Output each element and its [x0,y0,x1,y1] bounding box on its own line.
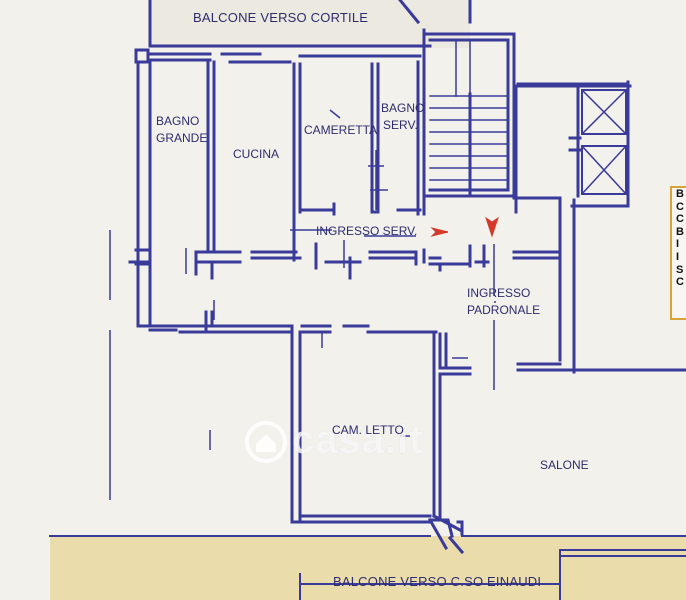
legend-box [670,186,686,320]
legend-letter: B [676,225,684,238]
main-entrance-arrow [485,216,499,238]
legend-letter: B [676,188,684,200]
legend-letter: S [676,263,684,276]
legend-letter: I [676,250,680,263]
label-ingresso-padronale-line2: PADRONALE [467,303,541,317]
legend-letter: C [676,200,684,213]
label-ingresso-serv: INGRESSO SERV. [316,224,418,238]
legend-letter: I [676,238,680,251]
door-marks [109,109,496,500]
label-cucina: CUCINA [233,147,280,161]
legend-letter: C [676,276,684,289]
casa-logo-icon [245,421,287,463]
label-bagno-grande-line2: GRANDE [156,131,208,145]
label-balcone-cortile: BALCONE VERSO CORTILE [193,10,369,25]
label-cameretta: CAMERETTA [304,123,378,137]
label-salone: SALONE [540,458,589,472]
watermark: casa.it [292,418,424,462]
entrance-arrows [430,216,499,238]
label-bagno-serv-line1: BAGNO [381,101,425,115]
label-balcone-einaudi: BALCONE VERSO C.SO EINAUDI [333,574,542,589]
walls [49,0,686,600]
label-ingresso-padronale-line1: INGRESSO [467,286,531,300]
balcony-einaudi-area [50,536,686,600]
label-bagno-grande-line1: BAGNO [156,114,200,128]
balcony-cortile-area [150,0,470,48]
label-cam-letto: CAM. LETTO [332,423,404,437]
label-bagno-serv-line2: SERV. [383,118,418,132]
legend-letter: C [676,213,684,226]
